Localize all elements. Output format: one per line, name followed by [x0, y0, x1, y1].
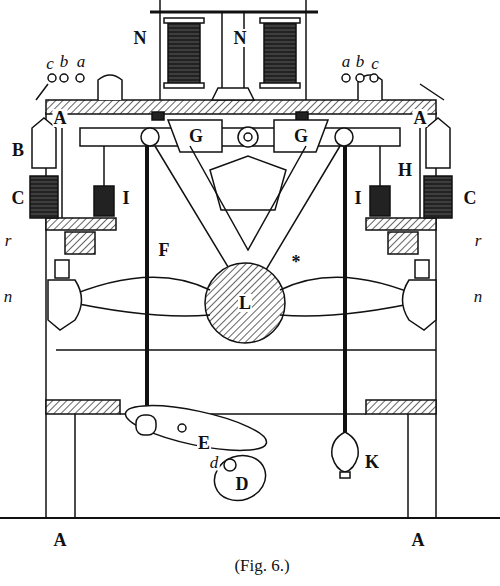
part-letter: K [364, 453, 380, 471]
part-letter: D [235, 475, 250, 493]
part-letter: E [197, 434, 211, 452]
frame-letter: A [53, 109, 68, 127]
part-letter: I [353, 189, 362, 207]
figure-caption: (Fig. 6.) [234, 556, 289, 576]
side-letter: n [3, 288, 14, 305]
coil-letter: N [133, 29, 148, 47]
part-letter: G [188, 127, 204, 145]
side-letter: r [4, 232, 13, 249]
side-letter: r [474, 232, 483, 249]
coil-letter: N [233, 29, 248, 47]
part-letter: B [11, 141, 25, 159]
frame-letter: A [413, 109, 428, 127]
part-letter: H [397, 161, 413, 179]
part-letter: L [238, 294, 252, 312]
frame-letter: A [53, 531, 68, 549]
terminal-letter: a [341, 53, 352, 70]
terminal-letter: b [355, 53, 366, 70]
terminal-letter: c [370, 55, 380, 72]
terminal-letter: c [45, 55, 55, 72]
part-letter: F [158, 241, 171, 259]
frame-letter: A [411, 531, 426, 549]
part-letter: d [209, 454, 220, 471]
terminal-letter: a [76, 53, 87, 70]
part-letter: I [121, 189, 130, 207]
part-letter: G [293, 127, 309, 145]
part-letter: C [463, 189, 478, 207]
part-letter: C [11, 189, 26, 207]
side-letter: n [473, 288, 484, 305]
mark-sign: * [291, 253, 302, 271]
terminal-letter: b [59, 53, 70, 70]
